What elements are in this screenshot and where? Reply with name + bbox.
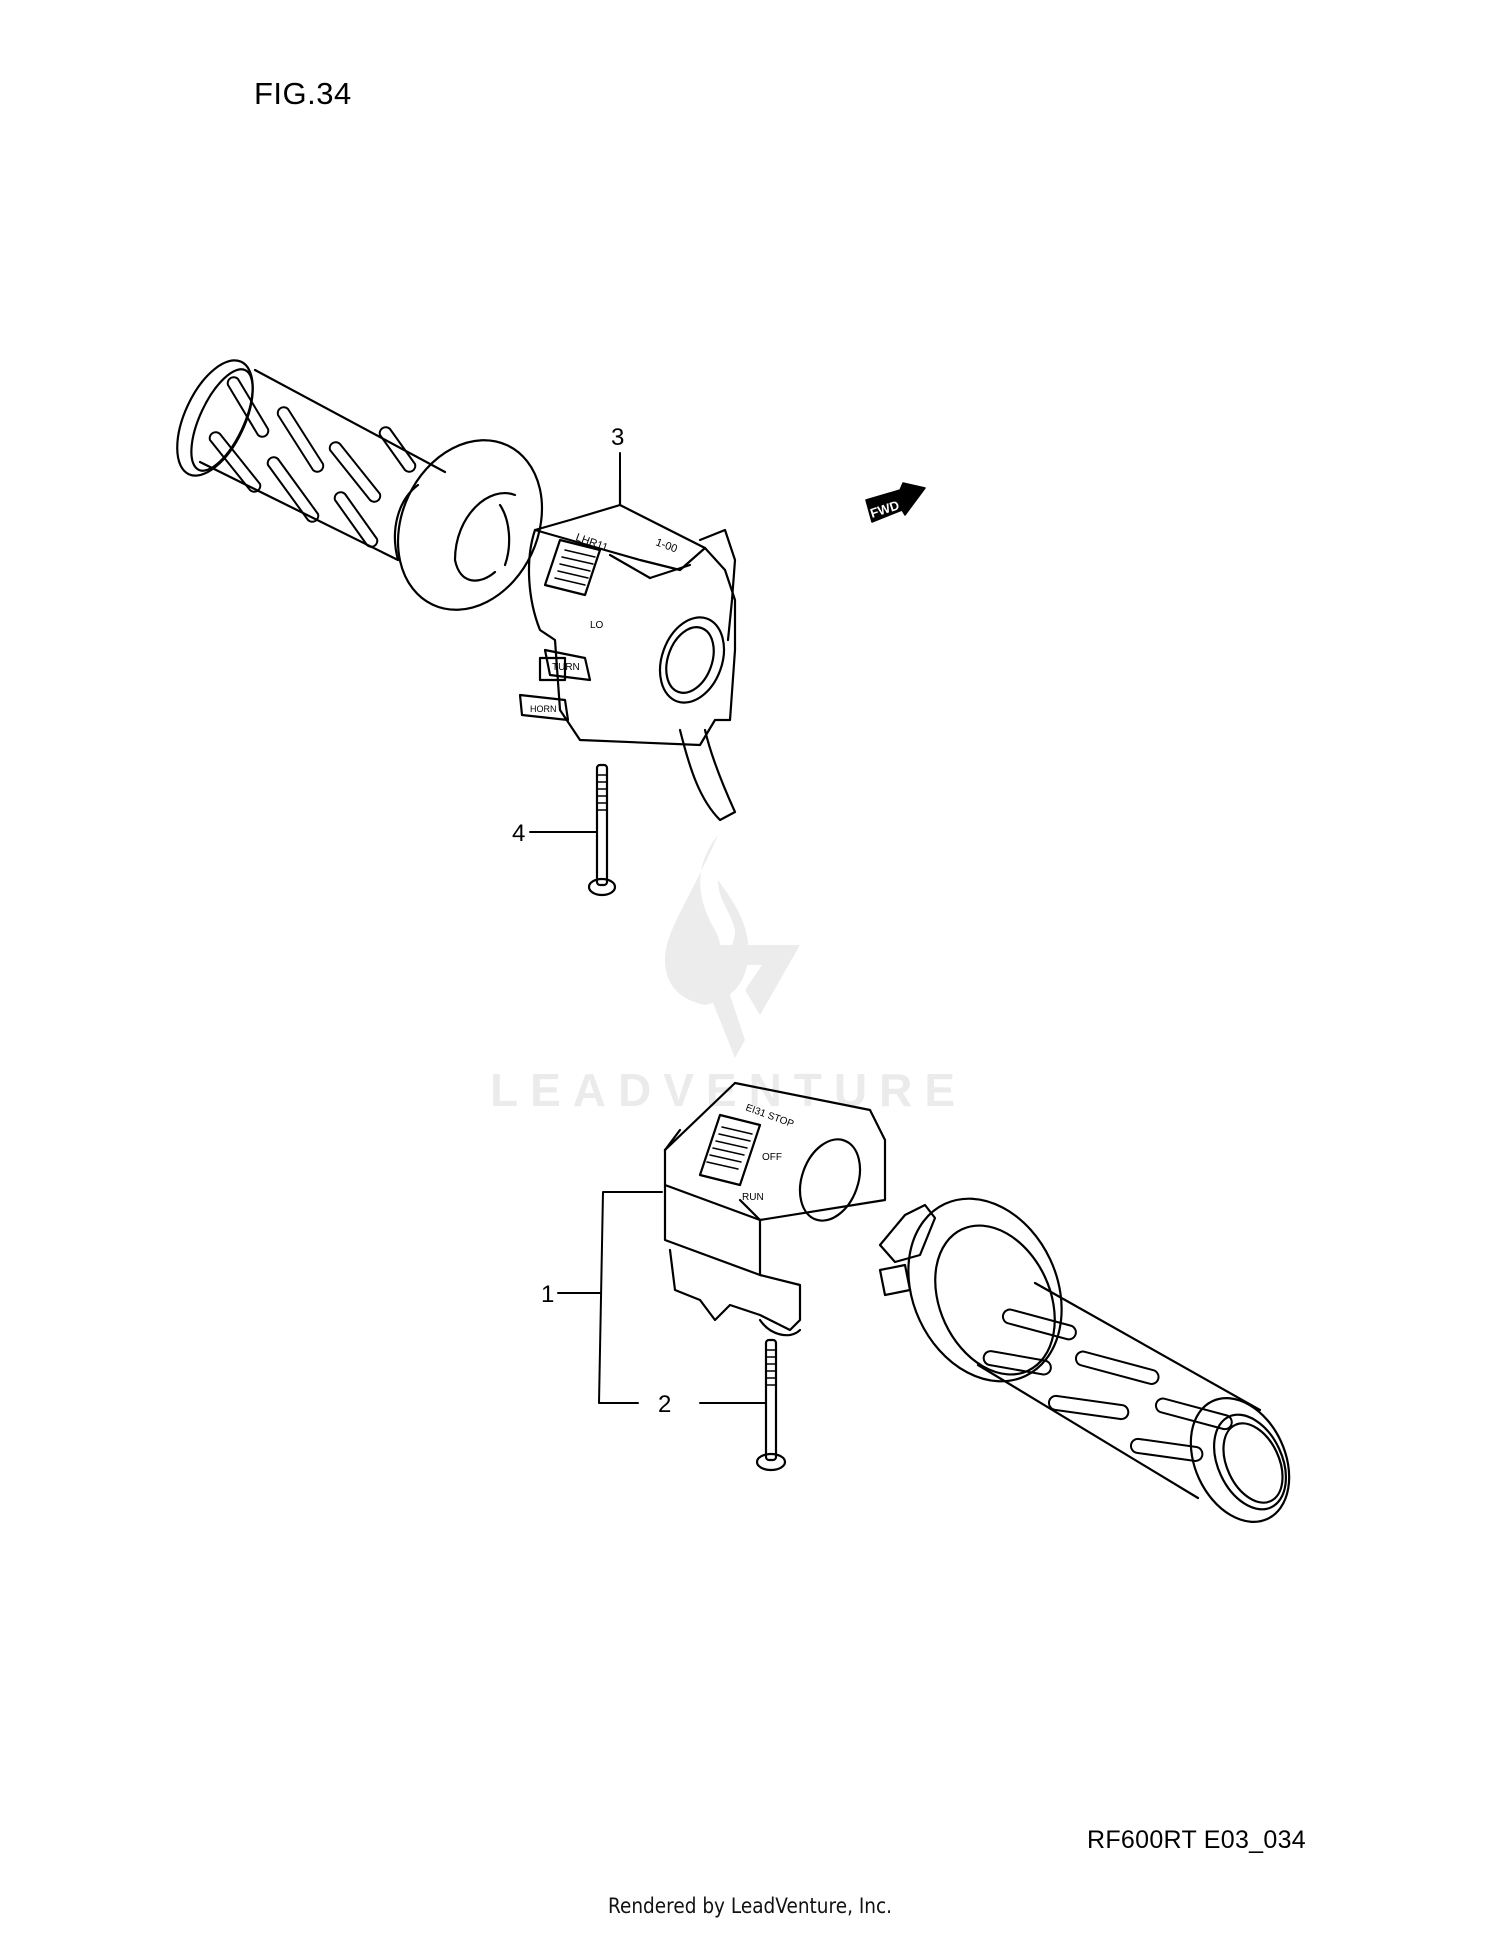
right-switch-screw	[755, 1338, 787, 1472]
svg-text:EI31 STOP: EI31 STOP	[744, 1102, 795, 1130]
right-switch-housing: EI31 STOP OFF RUN	[663, 1081, 887, 1337]
svg-text:RUN: RUN	[742, 1192, 764, 1203]
svg-text:1-00: 1-00	[654, 537, 679, 556]
callout-2: 2	[658, 1391, 671, 1418]
svg-text:LHR11: LHR11	[574, 532, 610, 555]
figure-title: FIG.34	[254, 76, 352, 111]
left-switch-screw	[587, 763, 617, 897]
left-switch-housing: LHR11 1-00 LO TURN HORN	[518, 478, 737, 822]
callout-1: 1	[541, 1281, 554, 1308]
right-handlebar-throttle-grip	[878, 1197, 1291, 1524]
figure-code: RF600RT E03_034	[1087, 1826, 1307, 1854]
left-handlebar-grip	[176, 359, 544, 611]
svg-text:HORN: HORN	[530, 704, 557, 714]
fwd-direction-marker: FWD	[865, 482, 926, 523]
callout-4: 4	[512, 820, 525, 847]
rendered-by-footer: Rendered by LeadVenture, Inc.	[607, 1894, 893, 1918]
svg-text:OFF: OFF	[762, 1152, 782, 1163]
svg-text:LO: LO	[590, 620, 604, 631]
callout-3: 3	[611, 424, 624, 451]
watermark-text: LEADVENTURE	[490, 1064, 968, 1116]
